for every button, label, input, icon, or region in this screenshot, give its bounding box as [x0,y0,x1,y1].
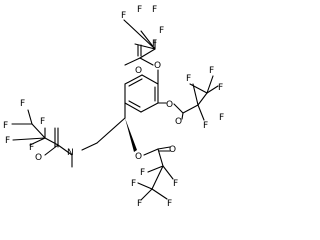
atom-o-right: O [166,100,173,110]
atom-f-8: F [218,83,223,93]
atom-f-20: F [167,199,172,208]
atom-f-17: F [173,179,178,189]
atom-o-right-carbonyl: O [175,117,182,127]
atom-f-3: F [152,5,157,15]
atom-f-15: F [29,143,34,153]
atom-f-18: F [131,179,136,189]
atom-f-16: F [140,168,145,178]
atom-f-13: F [40,117,45,127]
atom-f-14: F [5,136,10,146]
atom-o-amide-carbonyl: O [35,153,42,163]
atom-n-amide: N [67,148,74,158]
atom-f-12: F [20,99,25,109]
atom-o-lower-carbonyl: O [169,145,176,155]
atom-labels: O O O O O O O N F F F F F F F F F F F F … [3,5,224,209]
atom-f-10: F [219,113,224,123]
atom-f-4: F [159,26,164,36]
atom-f-9: F [203,121,208,131]
atom-o-lower: O [135,152,142,162]
atom-f-7: F [209,66,214,76]
molecule-svg: O O O O O O O N F F F F F F F F F F F F … [3,5,224,209]
bond-lines [11,19,219,201]
atom-f-1: F [121,11,126,21]
atom-f-19: F [137,199,142,208]
atom-o-top-carbonyl: O [135,66,142,76]
atom-f-6: F [186,74,191,84]
atom-o-top: O [154,61,161,71]
molecule-structure-diagram: O O O O O O O N F F F F F F F F F F F F … [3,5,224,209]
atom-f-5: F [152,39,157,49]
atom-f-11: F [3,121,8,131]
atom-f-2: F [137,5,142,15]
